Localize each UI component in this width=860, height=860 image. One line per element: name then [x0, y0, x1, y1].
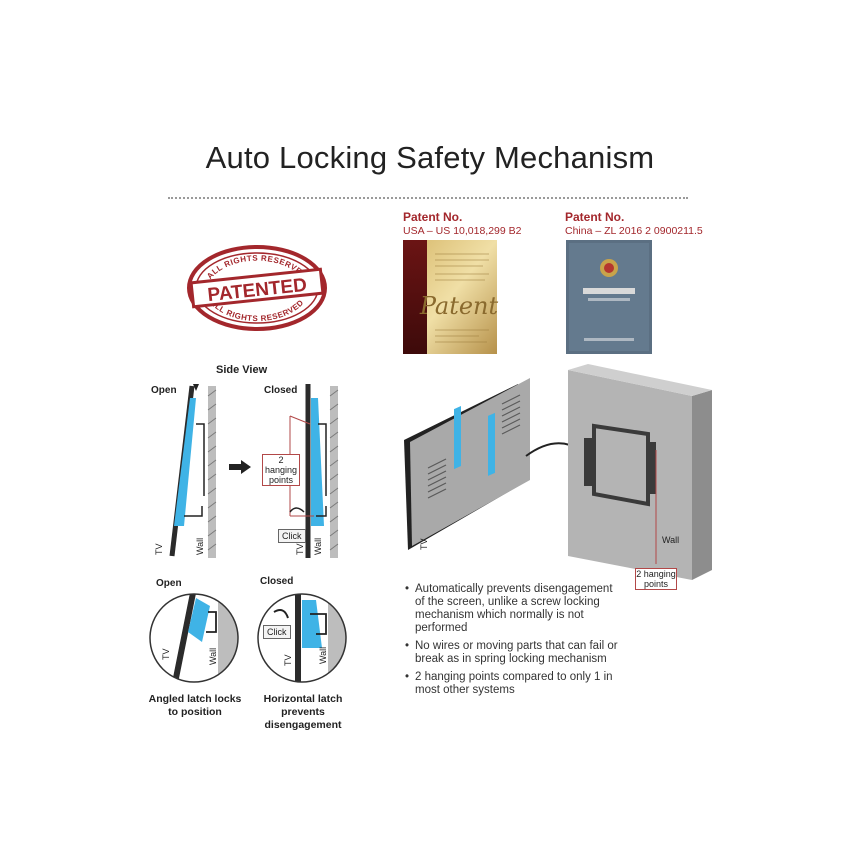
- detail-open-caption: Angled latch locks to position: [138, 693, 252, 719]
- patent-china-value: China – ZL 2016 2 0900211.5: [565, 225, 703, 237]
- iso-hanging-points-label: 2 hanging points: [635, 568, 677, 590]
- side-open-label: Open: [151, 385, 177, 396]
- feature-item-2: No wires or moving parts that can fail o…: [405, 640, 625, 666]
- iso-wall-label: Wall: [662, 535, 680, 545]
- side-click-label: Click: [278, 529, 306, 543]
- patent-usa-certificate: Patent: [403, 240, 499, 354]
- detail-closed-wall-label: Wall: [318, 646, 328, 664]
- side-open-tv-label: TV: [154, 543, 164, 555]
- detail-closed-caption-line2: prevents: [281, 706, 325, 718]
- detail-closed-label: Closed: [260, 576, 294, 587]
- detail-click-label: Click: [263, 625, 291, 639]
- detail-open-wall-label: Wall: [208, 647, 218, 665]
- detail-closed-caption-line1: Horizontal latch: [263, 693, 343, 705]
- side-view-heading: Side View: [216, 364, 268, 376]
- page-title: Auto Locking Safety Mechanism: [205, 140, 655, 175]
- iso-view-diagram: [404, 364, 712, 580]
- detail-open-label: Open: [156, 578, 182, 589]
- side-closed-diagram: [289, 384, 339, 558]
- patented-stamp: ALL RIGHTS RESERVED ALL RIGHTS RESERVED …: [187, 245, 327, 331]
- patent-cover-word: Patent: [419, 292, 499, 320]
- side-closed-label: Closed: [264, 385, 298, 396]
- side-arrow-icon: [229, 460, 251, 474]
- detail-open-caption-line1: Angled latch locks: [148, 693, 242, 705]
- side-hanging-points-label: 2 hanging points: [262, 454, 300, 486]
- feature-item-3: 2 hanging points compared to only 1 in m…: [405, 671, 625, 697]
- detail-open-circle: [149, 593, 239, 683]
- patent-china-certificate: [566, 240, 652, 354]
- patent-usa-value: USA – US 10,018,299 B2: [403, 225, 522, 237]
- feature-list: Automatically prevents disengagement of …: [405, 583, 625, 702]
- detail-open-tv-label: TV: [161, 648, 171, 660]
- detail-closed-caption: Horizontal latch prevents disengagement: [246, 693, 360, 732]
- detail-closed-caption-line3: disengagement: [264, 719, 342, 731]
- iso-tv-label: TV: [419, 538, 429, 550]
- side-open-diagram: [169, 384, 217, 558]
- patent-china-label: Patent No.: [565, 210, 625, 224]
- side-closed-wall-label: Wall: [313, 537, 323, 555]
- side-open-wall-label: Wall: [195, 537, 205, 555]
- side-closed-tv-label: TV: [295, 543, 305, 555]
- detail-open-caption-line2: to position: [168, 706, 222, 718]
- title-divider: [168, 197, 688, 199]
- detail-closed-tv-label: TV: [283, 654, 293, 666]
- feature-item-1: Automatically prevents disengagement of …: [405, 583, 625, 635]
- patent-usa-label: Patent No.: [403, 210, 463, 224]
